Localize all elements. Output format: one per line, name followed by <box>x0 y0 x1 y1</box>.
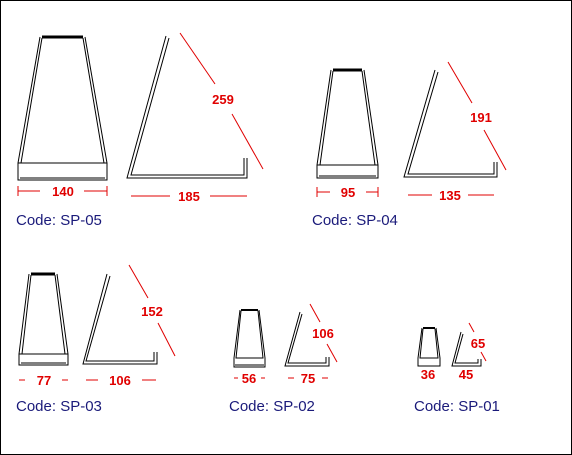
height-dimension-sp05: 259 <box>179 32 264 170</box>
height-value-sp03: 152 <box>141 304 163 319</box>
height-dimension-sp03: 152 <box>128 264 176 357</box>
side-view-sp03 <box>82 273 158 365</box>
height-value-sp04: 191 <box>470 110 492 125</box>
product-code-sp04: Code: SP-04 <box>312 212 398 229</box>
width-dimension-sp05: 140 <box>17 184 108 199</box>
code-prefix: Code: <box>312 212 353 229</box>
front-view-sp05 <box>17 35 108 181</box>
depth-dimension-sp01: 45 <box>459 367 473 382</box>
width-dimension-sp04: 95 <box>316 185 379 200</box>
depth-value-sp02: 75 <box>301 371 315 386</box>
product-sp03: 77 106 152 <box>18 264 176 388</box>
width-value-sp01: 36 <box>421 367 435 382</box>
depth-dimension-sp03: 106 <box>86 373 156 388</box>
product-code-sp03: Code: SP-03 <box>16 398 102 415</box>
width-value-sp02: 56 <box>242 371 256 386</box>
front-view-sp02 <box>233 309 266 368</box>
product-sp01: 36 45 65 <box>417 322 487 382</box>
height-dimension-sp04: 191 <box>447 61 507 171</box>
side-view-sp01 <box>451 331 482 367</box>
code-value: SP-04 <box>356 212 398 229</box>
product-sp04: 95 135 191 <box>316 61 507 203</box>
code-prefix: Code: <box>16 212 57 229</box>
width-value-sp03: 77 <box>37 373 51 388</box>
depth-value-sp03: 106 <box>109 373 131 388</box>
depth-value-sp01: 45 <box>459 367 473 382</box>
depth-dimension-sp05: 185 <box>131 189 247 204</box>
code-prefix: Code: <box>16 398 57 415</box>
height-dimension-sp02: 106 <box>309 303 338 363</box>
side-view-sp04 <box>403 69 498 178</box>
front-view-sp04 <box>316 68 379 179</box>
height-value-sp02: 106 <box>312 326 334 341</box>
depth-dimension-sp04: 135 <box>408 188 494 203</box>
depth-value-sp04: 135 <box>439 188 461 203</box>
code-value: SP-03 <box>60 398 102 415</box>
width-value-sp05: 140 <box>52 184 74 199</box>
height-value-sp01: 65 <box>471 336 485 351</box>
code-prefix: Code: <box>229 398 270 415</box>
product-sp05: 140 185 259 <box>17 32 264 204</box>
product-code-sp01: Code: SP-01 <box>414 398 500 415</box>
depth-value-sp05: 185 <box>178 189 200 204</box>
depth-dimension-sp02: 75 <box>288 371 328 386</box>
product-sp02: 56 75 106 <box>233 303 338 386</box>
height-dimension-sp01: 65 <box>468 322 487 362</box>
code-prefix: Code: <box>414 398 455 415</box>
width-dimension-sp02: 56 <box>234 371 265 386</box>
width-value-sp04: 95 <box>341 185 355 200</box>
side-view-sp02 <box>284 311 330 367</box>
code-value: SP-01 <box>458 398 500 415</box>
side-view-sp05 <box>126 35 248 179</box>
width-dimension-sp03: 77 <box>19 373 68 388</box>
code-value: SP-02 <box>273 398 315 415</box>
front-view-sp01 <box>417 327 441 367</box>
product-code-sp02: Code: SP-02 <box>229 398 315 415</box>
width-dimension-sp01: 36 <box>421 367 435 382</box>
code-value: SP-05 <box>60 212 102 229</box>
product-code-sp05: Code: SP-05 <box>16 212 102 229</box>
front-view-sp03 <box>18 272 69 366</box>
height-value-sp05: 259 <box>212 92 234 107</box>
